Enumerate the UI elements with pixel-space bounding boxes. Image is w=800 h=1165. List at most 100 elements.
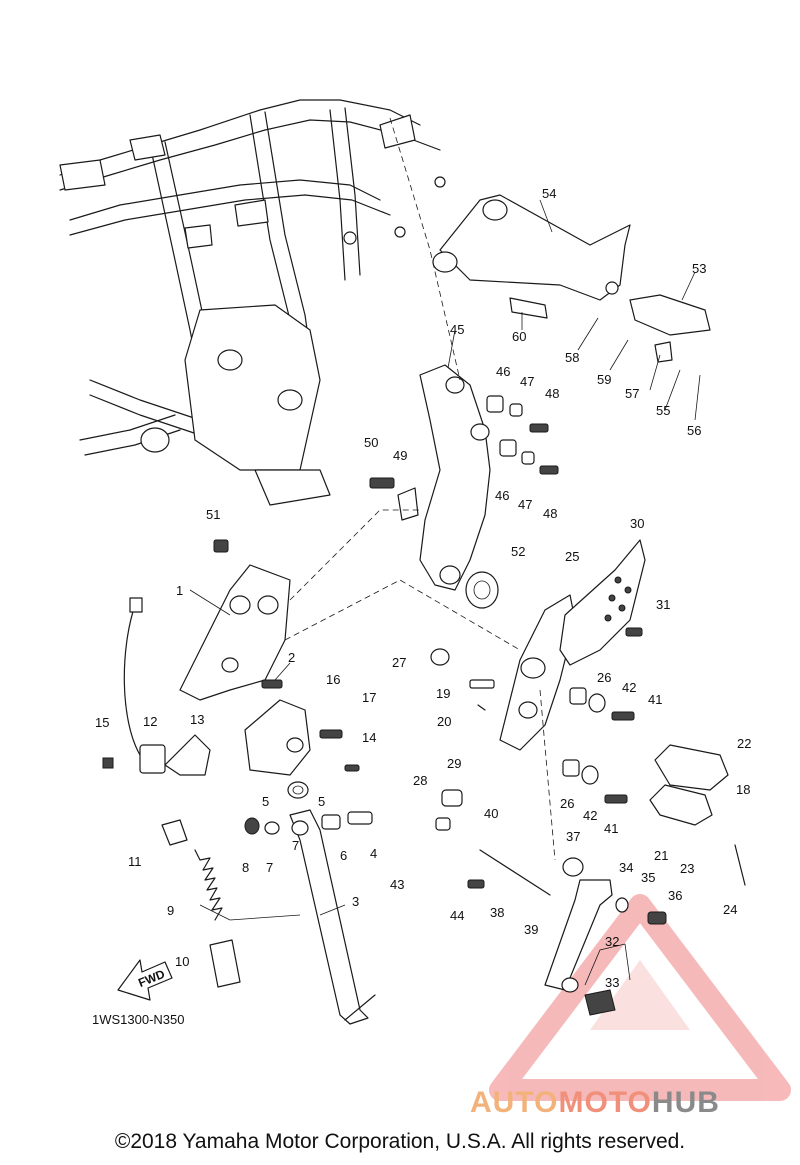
callout-1: 1 bbox=[176, 583, 183, 598]
callout-18: 18 bbox=[736, 782, 750, 797]
callout-12: 12 bbox=[143, 714, 157, 729]
callout-34: 34 bbox=[619, 860, 633, 875]
pivot-hardware bbox=[244, 811, 373, 835]
callout-14: 14 bbox=[362, 730, 376, 745]
callout-7b: 7 bbox=[292, 838, 299, 853]
callout-46b: 46 bbox=[495, 488, 509, 503]
callout-labels: 1 2 3 4 5 5 6 7 7 8 9 10 11 12 13 14 15 … bbox=[95, 186, 751, 990]
motorcycle-frame bbox=[59, 99, 446, 506]
footpeg-collars bbox=[562, 687, 635, 804]
callout-52: 52 bbox=[511, 544, 525, 559]
callout-53: 53 bbox=[692, 261, 706, 276]
callout-27: 27 bbox=[392, 655, 406, 670]
callout-48a: 48 bbox=[545, 386, 559, 401]
pin-19 bbox=[469, 679, 495, 711]
callout-36: 36 bbox=[668, 888, 682, 903]
callout-10: 10 bbox=[175, 954, 189, 969]
footrest-bracket-main bbox=[419, 364, 491, 591]
callout-2: 2 bbox=[288, 650, 295, 665]
callout-38: 38 bbox=[490, 905, 504, 920]
spring-9 bbox=[161, 819, 223, 921]
diagram-code: 1WS1300-N350 bbox=[92, 1012, 185, 1027]
callout-30: 30 bbox=[630, 516, 644, 531]
spring-cover-10 bbox=[209, 939, 241, 988]
callout-41b: 41 bbox=[604, 821, 618, 836]
callout-6: 6 bbox=[340, 848, 347, 863]
callout-54: 54 bbox=[542, 186, 556, 201]
callout-20: 20 bbox=[437, 714, 451, 729]
front-footpeg bbox=[649, 744, 746, 886]
rear-footpeg bbox=[629, 294, 711, 363]
callout-11: 11 bbox=[128, 854, 142, 869]
callout-29: 29 bbox=[447, 756, 461, 771]
callout-4: 4 bbox=[370, 846, 377, 861]
callout-45: 45 bbox=[450, 322, 464, 337]
callout-44: 44 bbox=[450, 908, 464, 923]
footrest-bracket-rear bbox=[432, 194, 631, 301]
callout-28: 28 bbox=[413, 773, 427, 788]
callout-16: 16 bbox=[326, 672, 340, 687]
damper-27 bbox=[430, 648, 450, 666]
bolt-50-bracket-49 bbox=[369, 477, 419, 521]
watermark-part2: MOTO bbox=[558, 1086, 652, 1119]
watermark-part3: HUB bbox=[651, 1086, 720, 1119]
footrest-bracket-front bbox=[499, 594, 576, 751]
bracket-13 bbox=[164, 734, 211, 776]
callout-57: 57 bbox=[625, 386, 639, 401]
callout-55: 55 bbox=[656, 403, 670, 418]
watermark-part1: AUTO bbox=[470, 1086, 559, 1119]
callout-35: 35 bbox=[641, 870, 655, 885]
callout-56: 56 bbox=[687, 423, 701, 438]
callout-9: 9 bbox=[167, 903, 174, 918]
callout-15: 15 bbox=[95, 715, 109, 730]
callout-24: 24 bbox=[723, 902, 737, 917]
callout-17: 17 bbox=[362, 690, 376, 705]
callout-47a: 47 bbox=[520, 374, 534, 389]
callout-48b: 48 bbox=[543, 506, 557, 521]
callout-3: 3 bbox=[352, 894, 359, 909]
callout-8: 8 bbox=[242, 860, 249, 875]
bolt-51 bbox=[213, 539, 229, 553]
callout-19: 19 bbox=[436, 686, 450, 701]
callout-50: 50 bbox=[364, 435, 378, 450]
callout-51: 51 bbox=[206, 507, 220, 522]
copyright-notice: ©2018 Yamaha Motor Corporation, U.S.A. A… bbox=[114, 1130, 686, 1153]
callout-47b: 47 bbox=[518, 497, 532, 512]
callout-5b: 5 bbox=[318, 794, 325, 809]
watermark-text: AUTOMOTOHUB bbox=[470, 1086, 720, 1120]
callout-59: 59 bbox=[597, 372, 611, 387]
sidestand bbox=[289, 809, 376, 1025]
callout-33: 33 bbox=[605, 975, 619, 990]
sidestand-switch bbox=[102, 597, 166, 774]
callout-5a: 5 bbox=[262, 794, 269, 809]
callout-37: 37 bbox=[566, 829, 580, 844]
grommet-52 bbox=[465, 571, 499, 609]
callout-60: 60 bbox=[512, 329, 526, 344]
bolt-2 bbox=[261, 679, 283, 689]
callout-13: 13 bbox=[190, 712, 204, 727]
callout-26a: 26 bbox=[597, 670, 611, 685]
callout-39: 39 bbox=[524, 922, 538, 937]
callout-7a: 7 bbox=[266, 860, 273, 875]
callout-49: 49 bbox=[393, 448, 407, 463]
callout-43: 43 bbox=[390, 877, 404, 892]
callout-22: 22 bbox=[737, 736, 751, 751]
forward-direction-arrow: FWD bbox=[117, 959, 173, 1001]
callout-40: 40 bbox=[484, 806, 498, 821]
callout-25: 25 bbox=[565, 549, 579, 564]
heel-plate-30 bbox=[559, 539, 646, 666]
callout-21: 21 bbox=[654, 848, 668, 863]
callout-41a: 41 bbox=[648, 692, 662, 707]
watermark-logo-triangle bbox=[489, 894, 791, 1101]
callout-58: 58 bbox=[565, 350, 579, 365]
callout-26b: 26 bbox=[560, 796, 574, 811]
callout-42a: 42 bbox=[622, 680, 636, 695]
callout-32: 32 bbox=[605, 934, 619, 949]
bolt-60 bbox=[509, 297, 548, 319]
shift-linkage bbox=[435, 789, 667, 1016]
sidestand-bracket bbox=[244, 699, 360, 776]
collar-bolts-upper bbox=[486, 395, 559, 475]
callout-46a: 46 bbox=[496, 364, 510, 379]
